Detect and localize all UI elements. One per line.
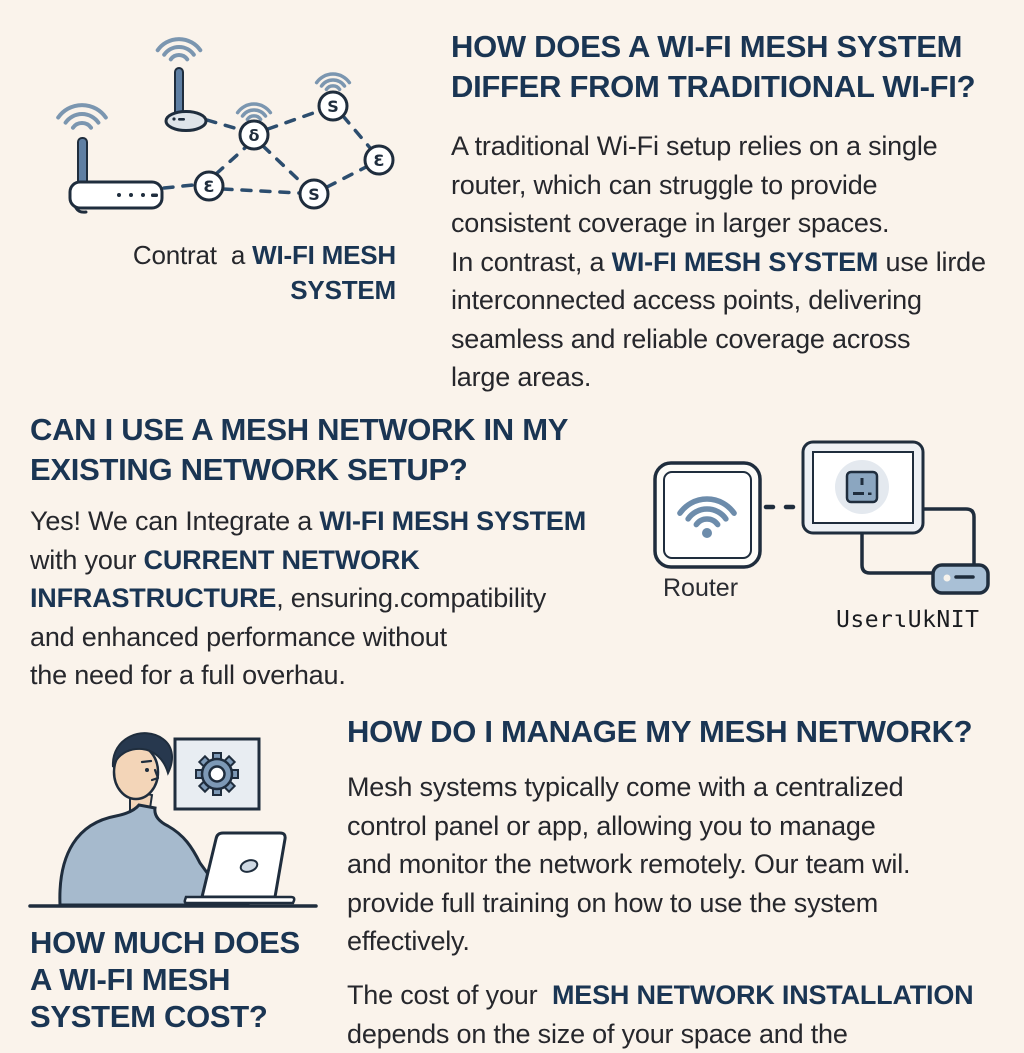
- gear-icon: [195, 752, 239, 796]
- person-laptop-illustration: [28, 732, 318, 908]
- mesh-node-glyph: S: [308, 185, 320, 204]
- infographic-page: { "page": { "background": "#faf3eb", "he…: [28, 29, 990, 1049]
- powerline-adapter-icon: [931, 563, 990, 595]
- wifi-router-icon: [653, 461, 762, 569]
- wifi-signal-icon: [155, 37, 203, 62]
- hair: [111, 732, 173, 776]
- mesh-node: S: [317, 90, 349, 122]
- wifi-signal-icon: [56, 103, 108, 130]
- wall-outlet-icon: [801, 440, 925, 535]
- router-icon: [68, 137, 164, 214]
- wifi-signal-icon: [677, 496, 737, 528]
- wifi-signal-icon: [235, 102, 273, 122]
- mesh-node: S: [298, 178, 330, 210]
- router-label: Router: [663, 574, 739, 602]
- faq-question-3: HOW DO I MANAGE MY MESH NETWORK?: [347, 714, 973, 749]
- mesh-node: δ: [238, 119, 270, 151]
- mesh-node-glyph: S: [327, 97, 339, 116]
- laptop-logo: [239, 859, 259, 873]
- access-point-icon: [164, 67, 208, 132]
- wifi-signal-icon: [314, 72, 352, 92]
- gear-picture-frame: [173, 737, 261, 811]
- router-outlet-illustration: [653, 440, 990, 595]
- cable-line: [860, 502, 933, 575]
- mesh-node-glyph: Ɛ: [373, 151, 384, 170]
- mesh-node: Ɛ: [193, 170, 225, 202]
- laptop-icon: [183, 831, 296, 905]
- mesh-links: [162, 109, 373, 195]
- unit-label: UserɩUkNIT: [836, 607, 980, 633]
- cable-line: [923, 507, 976, 565]
- faq-answer-1: A traditional Wi-Fi setup relies on a si…: [451, 131, 986, 392]
- faq-answer-2: Yes! We can Integrate a WI-FI MESH SYSTE…: [30, 506, 587, 690]
- mesh-node-glyph: Ɛ: [203, 177, 214, 196]
- faq-answer-3: Mesh systems typically come with a centr…: [347, 772, 911, 956]
- mesh-node: Ɛ: [363, 144, 395, 176]
- mesh-node-glyph: δ: [249, 126, 260, 145]
- mesh-nodes: δ Ɛ S S Ɛ: [193, 90, 395, 210]
- faq-answer-cost: The cost of your MESH NETWORK INSTALLATI…: [347, 980, 974, 1049]
- mesh-network-illustration: δ Ɛ S S Ɛ: [56, 37, 395, 214]
